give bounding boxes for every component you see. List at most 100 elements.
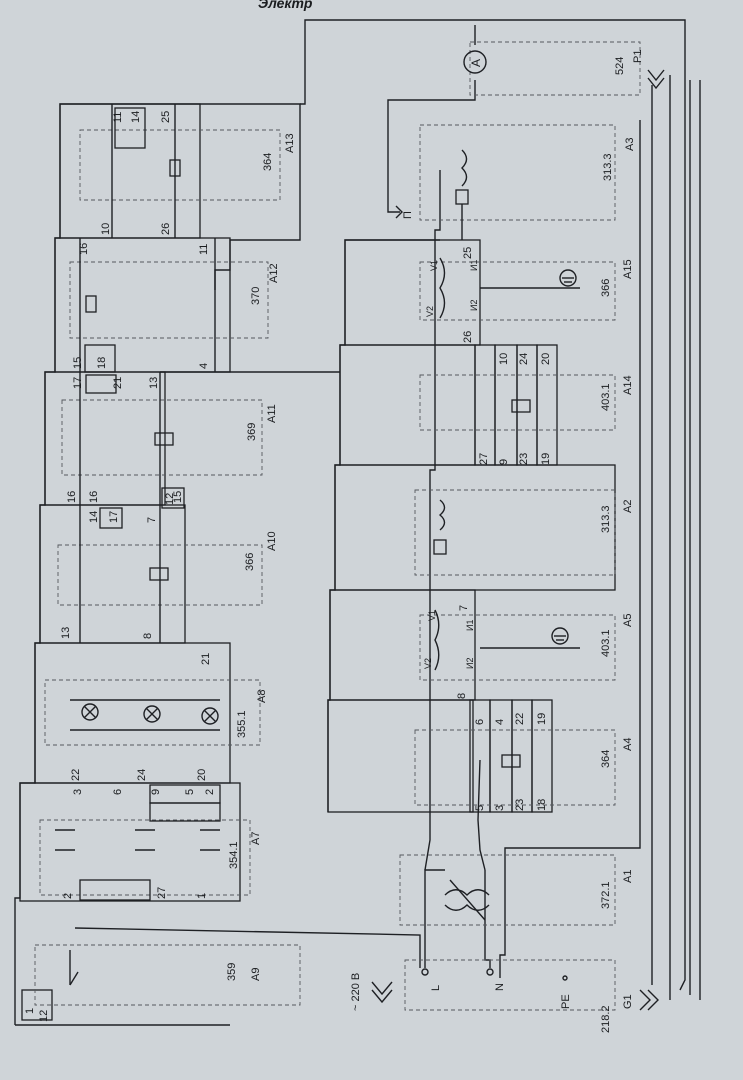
terminal-a4-5: 5 <box>474 805 486 811</box>
lamp-icon <box>201 707 219 725</box>
terminal-a10-17: 17 <box>108 511 120 523</box>
terminal-a9-12: 12 <box>38 1010 50 1022</box>
terminal-a10-14: 14 <box>88 511 100 523</box>
terminal-a10-13: 13 <box>60 627 72 639</box>
supply-plug-icon <box>371 981 393 1004</box>
terminal-a12-18: 18 <box>96 357 108 369</box>
terminal-a7-2b: 2 <box>204 789 216 795</box>
terminal-a13-9: 9 <box>498 459 510 465</box>
terminal-a7-9: 9 <box>150 789 162 795</box>
terminal-a11-17: 17 <box>72 377 84 389</box>
resistor-a3 <box>455 189 469 205</box>
terminal-a4-3: 3 <box>494 805 506 811</box>
terminal-a8-22: 22 <box>70 769 82 781</box>
inductor-a2 <box>438 499 446 531</box>
module-id-a3: A3 <box>624 138 636 151</box>
supply-voltage-label: ~ 220 В <box>350 973 362 1011</box>
terminal-a12-15: 15 <box>72 357 84 369</box>
terminal-a7-5: 5 <box>184 789 196 795</box>
module-code-a13: 403.1 <box>600 383 612 411</box>
module-id-a2: A2 <box>622 500 634 513</box>
terminal-a4-22: 22 <box>514 713 526 725</box>
output-label: П <box>402 211 414 219</box>
terminal-a15-11: 11 <box>112 112 124 123</box>
supply-phase-label: L <box>430 985 442 991</box>
terminal-a9-1: 1 <box>24 1008 36 1014</box>
terminal-a13-24: 24 <box>518 353 530 365</box>
relay-coil-a4 <box>501 754 521 768</box>
ground-icon <box>551 627 569 645</box>
ground-icon <box>559 269 577 287</box>
module-a11: 16 17 21 13 369 A11 <box>44 371 278 506</box>
winding-label-i1: И1 <box>465 620 475 631</box>
terminal-a15-25: 25 <box>160 111 172 123</box>
terminal-a12-4: 4 <box>198 363 210 369</box>
winding-label-i2-a14: И2 <box>469 300 479 311</box>
module-a1: 372.1 A1 <box>399 854 634 926</box>
module-a3: П 313.3 A3 <box>402 124 636 240</box>
module-a8: 22 24 20 21 355.1 A8 <box>34 642 268 784</box>
module-a10: 13 8 14 17 7 12 16 15 366 A10 <box>39 487 278 644</box>
winding-label-i1-a14: И1 <box>469 260 479 271</box>
module-id-a5: A5 <box>622 614 634 627</box>
terminal-a4-19: 19 <box>536 713 548 725</box>
terminal-a7-27: 27 <box>156 887 168 899</box>
module-code-a11: 369 <box>246 423 258 441</box>
terminal-a10-16: 16 <box>88 491 100 503</box>
module-code-a12: 370 <box>250 287 262 305</box>
module-code-a14: 366 <box>600 279 612 297</box>
terminal-a8-21: 21 <box>200 653 212 665</box>
lamp-icon <box>81 703 99 721</box>
module-code-a2: 313.3 <box>600 505 612 533</box>
supply-neutral-label: N <box>494 983 506 991</box>
page-title-fragment: Электр <box>258 0 313 11</box>
module-code-a5: 403.1 <box>600 629 612 657</box>
terminal-a11-16: 16 <box>66 491 78 503</box>
module-id-a9: A9 <box>250 968 262 981</box>
module-p1: A 524 P1 <box>463 41 665 96</box>
winding-label-v2: V2 <box>423 658 433 669</box>
module-a9: 1 12 359 A9 <box>21 944 301 1022</box>
module-a15: 10 26 11 14 25 364 A13 <box>59 103 296 239</box>
module-id-a15: A13 <box>284 133 296 153</box>
terminal-a5-8: 8 <box>456 693 468 699</box>
module-a14: V1 V2 И1 И2 26 25 366 A15 <box>344 239 634 346</box>
transformer-icon <box>444 879 490 921</box>
module-code-a1: 372.1 <box>600 881 612 909</box>
terminal-a4-18: 18 <box>536 799 548 811</box>
module-code-a7: 354.1 <box>228 841 240 869</box>
module-g1: L N PE ~ 220 В 218.2 G1 <box>350 959 659 1033</box>
module-id-a13: A14 <box>622 375 634 395</box>
terminal-a13-23: 23 <box>518 453 530 465</box>
module-a13: 27 9 23 19 10 24 20 403.1 A14 <box>339 344 634 466</box>
module-code-a8: 355.1 <box>236 710 248 738</box>
module-a7: 2 3 6 9 5 2 27 1 354.1 A7 <box>19 782 262 902</box>
module-id-a12: A12 <box>268 263 280 283</box>
terminal-a5-7: 7 <box>458 605 470 611</box>
terminal-a7-2a: 2 <box>62 893 74 899</box>
terminal-a4-4: 4 <box>494 719 506 725</box>
module-a12: 15 18 16 11 4 370 A12 <box>54 237 280 373</box>
terminal-a11-13: 13 <box>148 377 160 389</box>
winding-label-v2-a14: V2 <box>425 306 435 317</box>
module-id-a4: A4 <box>622 738 634 751</box>
connector-icon <box>639 989 659 1011</box>
winding-label-i2: И2 <box>465 658 475 669</box>
terminal-a7-3: 3 <box>72 789 84 795</box>
terminal-a4-6: 6 <box>474 719 486 725</box>
terminal-a10-8: 8 <box>142 633 154 639</box>
winding-label-v1-a14: V1 <box>429 260 439 271</box>
module-code-a9: 359 <box>226 963 238 981</box>
winding-a14 <box>439 257 446 319</box>
terminal-a13-27: 27 <box>478 453 490 465</box>
module-id-a7: A7 <box>250 832 262 845</box>
terminal-a15-10: 10 <box>100 223 112 235</box>
lamp-icon <box>143 705 161 723</box>
terminal-a15-14: 14 <box>130 111 142 123</box>
terminal-a13-20: 20 <box>540 353 552 365</box>
terminal-a4-23: 23 <box>514 799 526 811</box>
module-id-p1: P1 <box>632 50 644 63</box>
terminal-a12-16: 16 <box>78 243 90 255</box>
terminal-a12-11: 11 <box>198 244 210 255</box>
supply-earth-label: PE <box>560 994 572 1009</box>
